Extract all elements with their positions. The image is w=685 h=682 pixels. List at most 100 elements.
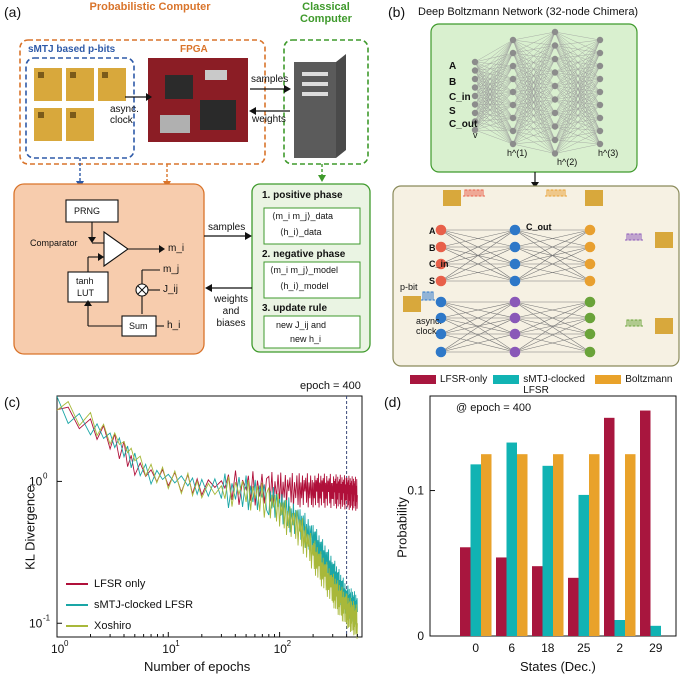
- dbn-node: [551, 55, 559, 63]
- x-category-label: 29: [649, 641, 663, 655]
- dbn-node: [509, 140, 517, 148]
- panel-b-label: (b): [388, 4, 406, 20]
- panel-b-diagram: [392, 23, 680, 367]
- svg-text:1: 1: [175, 639, 180, 648]
- dbn-node: [596, 101, 604, 109]
- x-tick-label: 10: [274, 642, 288, 656]
- bar-lfsr-only-29: [640, 410, 651, 636]
- dbn-node: [471, 101, 479, 108]
- dbn-node: [509, 101, 517, 109]
- dbn-node: [551, 82, 559, 90]
- dbn-node: [551, 136, 559, 144]
- chimera-label-Cout: C_out: [526, 222, 552, 232]
- kl-legend: LFSR only sMTJ-clocked LFSR Xoshiro: [66, 574, 193, 637]
- kl-series-1: [56, 406, 358, 511]
- chimera-node: [509, 258, 521, 270]
- bar-boltzmann-6: [517, 454, 528, 636]
- mi-out-label: m_i: [168, 243, 185, 254]
- chimera-node: [509, 312, 521, 324]
- dbn-node: [471, 118, 479, 125]
- dbn-node: [471, 109, 479, 117]
- legend-smtj-lfsr: sMTJ-clocked LFSR: [66, 595, 193, 616]
- negative-eq2: ⟨h_i⟩_model: [280, 281, 329, 291]
- chimera-label-Cin: C_in: [429, 259, 449, 269]
- chimera-async-clock: async. clock: [416, 316, 443, 336]
- chimera-node: [509, 328, 521, 340]
- server-icon: [294, 54, 346, 158]
- bar-smtj-clocked-lfsr-18: [542, 465, 553, 636]
- bar-legend: LFSR-only sMTJ-clocked LFSR Boltzmann: [410, 374, 673, 396]
- legend-xoshiro: Xoshiro: [66, 616, 193, 637]
- chimera-network: [435, 224, 596, 358]
- dbn-input-S: S: [449, 106, 456, 117]
- y-tick-label: 10: [29, 474, 43, 488]
- chimera-node: [584, 224, 596, 236]
- x-category-label: 18: [541, 641, 555, 655]
- update-eq2: new h_i: [290, 334, 322, 344]
- dbn-node: [596, 75, 604, 83]
- sum-label: Sum: [129, 321, 148, 331]
- panel-a-label: (a): [4, 4, 22, 20]
- bar-lfsr-only-6: [496, 557, 507, 636]
- async-clock-label: async. clock: [110, 104, 139, 126]
- bar-lfsr-only-25: [568, 577, 579, 636]
- legend-text-lfsr: LFSR only: [94, 578, 146, 590]
- x-tick-label: 10: [51, 642, 65, 656]
- panel-b-title: Deep Boltzmann Network (32-node Chimera): [418, 6, 639, 18]
- chimera-node: [509, 241, 521, 253]
- bar-lfsr-only-18: [532, 566, 543, 636]
- samples-label: samples: [251, 74, 289, 85]
- tanh-label: tanh: [76, 276, 94, 286]
- chimera-node: [584, 258, 596, 270]
- dbn-node: [596, 49, 604, 57]
- x-category-label: 25: [577, 641, 591, 655]
- bar-boltzmann-25: [589, 454, 600, 636]
- weights-biases-label: weights and biases: [214, 294, 248, 329]
- x-category-label: 0: [472, 641, 479, 655]
- dbn-h1-label: h^(1): [507, 148, 528, 158]
- dbn-h2-label: h^(2): [557, 157, 578, 167]
- positive-eq2: ⟨h_i⟩_data: [280, 227, 322, 237]
- legend-lfsr-only: LFSR only: [66, 574, 193, 595]
- svg-text:0: 0: [43, 471, 48, 480]
- comparator-label: Comparator: [30, 238, 78, 248]
- dbn-node: [551, 96, 559, 103]
- chimera-node: [435, 258, 447, 270]
- chimera-node: [509, 346, 521, 358]
- fpga-board: [148, 58, 248, 142]
- bar-smtj-clocked-lfsr-25: [578, 494, 589, 636]
- bar-smtj-clocked-lfsr-6: [506, 442, 517, 636]
- dbn-input-A: A: [449, 61, 457, 72]
- bar-boltzmann-2: [625, 454, 636, 636]
- chimera-node: [584, 275, 596, 287]
- update-eq1: new J_ij and: [276, 320, 327, 330]
- kl-ylabel: KL Divergence: [22, 485, 38, 570]
- chimera-node: [584, 328, 596, 340]
- dbn-node: [551, 150, 559, 157]
- smtj-chips: [34, 68, 126, 141]
- dbn-node: [596, 88, 604, 96]
- weights-label: weights: [252, 114, 286, 125]
- dbn-v-label: v: [473, 130, 478, 140]
- dbn-node: [509, 88, 517, 96]
- dbn-node: [509, 36, 517, 44]
- y-tick-label: 10: [29, 616, 43, 630]
- classical-computer-title: Classical Computer: [300, 1, 352, 25]
- chimera-node: [509, 224, 521, 236]
- dbn-node: [471, 67, 479, 74]
- dbn-node: [596, 62, 604, 70]
- chimera-node: [584, 296, 596, 308]
- chimera-node: [435, 241, 447, 253]
- dbn-node: [551, 69, 559, 76]
- dbn-node: [471, 84, 479, 91]
- dbn-node: [471, 75, 479, 83]
- probabilistic-computer-title: Probabilistic Computer: [89, 1, 211, 13]
- y-tick-label: 0.1: [407, 484, 424, 498]
- dbn-node: [551, 42, 559, 49]
- legend-swatch-xoshiro: [66, 625, 88, 628]
- chimera-node: [435, 312, 447, 324]
- dbn-node: [509, 49, 517, 57]
- jij-label: J_ij: [163, 284, 179, 295]
- dbn-node: [551, 109, 559, 117]
